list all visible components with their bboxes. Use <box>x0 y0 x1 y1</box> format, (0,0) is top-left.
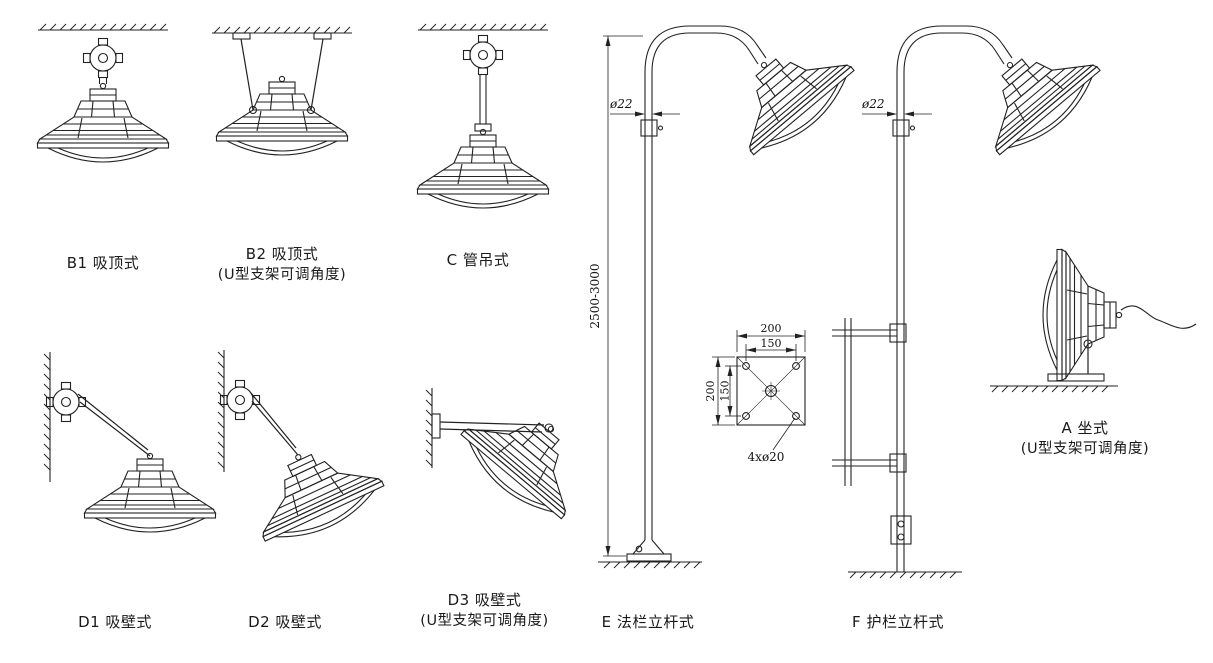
caption-d2-line1: D2 吸壁式 <box>248 613 322 631</box>
pipe-coupler-c <box>474 123 492 132</box>
flange-hole <box>742 412 750 420</box>
bracket-plate-left-b2 <box>232 32 251 40</box>
pole-fitting-f <box>892 119 910 137</box>
figure-e-base-plan: 200 150 200 150 4xø20 <box>704 322 806 464</box>
junction-box-b1 <box>82 37 124 79</box>
caption-f-line1: F 护栏立杆式 <box>852 613 944 631</box>
pole-outline-f <box>896 25 1013 572</box>
dim-plan-holes: 4xø20 <box>748 450 785 464</box>
lamp-drawing-d3 <box>451 384 604 530</box>
figure-d3 <box>425 384 604 530</box>
flange-bolt-e <box>635 545 643 553</box>
wall-hatch-d2 <box>217 351 225 469</box>
lamp-drawing-c <box>416 128 550 209</box>
caption-d2: D2 吸壁式 <box>200 612 370 633</box>
flange-hole <box>792 362 800 370</box>
wall-plate-d3 <box>431 413 441 439</box>
dim-pole-diameter-e: ø22 <box>609 97 633 111</box>
wall-arm-d3 <box>439 421 545 426</box>
caption-d3: D3 吸壁式 (U型支架可调角度) <box>392 590 577 631</box>
figure-e: ø22 2500-3000 <box>588 20 864 569</box>
u-bracket-arm-right-b2 <box>310 38 324 111</box>
lamp-drawing-e <box>711 20 864 166</box>
figure-a <box>990 248 1197 393</box>
caption-c: C 管吊式 <box>398 250 558 271</box>
u-bracket-arm-left-b2 <box>240 38 254 111</box>
flange-hole <box>742 362 750 370</box>
rail-clamp-bottom <box>889 453 907 473</box>
base-plate-a <box>1047 373 1105 382</box>
flange-plate-e <box>626 553 672 562</box>
caption-b1: B1 吸顶式 <box>33 253 173 274</box>
figure-c <box>416 23 550 209</box>
dim-pole-diameter-f: ø22 <box>861 97 885 111</box>
wall-hatch-d1 <box>43 353 51 471</box>
dim-plan-outer-height: 200 <box>704 381 717 402</box>
caption-e-line1: E 法栏立杆式 <box>601 613 695 631</box>
ceiling-hatch-b2 <box>213 26 351 34</box>
power-cable-a <box>1120 305 1197 329</box>
bracket-plate-right-b2 <box>313 32 332 40</box>
lamp-drawing-b1 <box>36 82 170 163</box>
dim-plan-hole-spacing-h: 150 <box>761 337 782 350</box>
ceiling-hatch-c <box>419 23 547 31</box>
pivot-bolt-a <box>1083 339 1093 349</box>
pole-fitting-e <box>640 119 658 137</box>
junction-box-c <box>462 34 504 76</box>
caption-b2: B2 吸顶式 (U型支架可调角度) <box>192 244 372 285</box>
dim-pole-height: 2500-3000 <box>588 263 602 328</box>
caption-d1-line1: D1 吸壁式 <box>78 613 152 631</box>
figure-f: ø22 <box>832 20 1110 579</box>
lamp-drawing-a <box>1042 248 1123 382</box>
caption-b1-line1: B1 吸顶式 <box>66 254 140 272</box>
caption-a-line1: A 坐式 <box>1061 419 1109 437</box>
lamp-drawing-b2 <box>215 75 349 156</box>
caption-f: F 护栏立杆式 <box>808 612 988 633</box>
junction-box-d1 <box>45 381 87 423</box>
lamp-drawing-d1 <box>83 452 217 533</box>
dim-plan-hole-spacing-v: 150 <box>719 381 732 402</box>
ceiling-hatch-b1 <box>39 23 167 31</box>
wall-arm-d1 <box>77 393 149 451</box>
figure-d2 <box>217 350 391 555</box>
caption-e: E 法栏立杆式 <box>558 612 738 633</box>
ground-hatch-f <box>849 571 957 579</box>
caption-a: A 坐式 (U型支架可调角度) <box>995 418 1175 459</box>
pole-base-clamp-f <box>890 515 912 545</box>
caption-d1: D1 吸壁式 <box>30 612 200 633</box>
caption-d3-line1: D3 吸壁式 <box>447 591 522 609</box>
figure-b1 <box>36 23 170 163</box>
figure-b2 <box>212 26 352 156</box>
figure-d1 <box>43 352 217 533</box>
lamp-drawing-f <box>957 20 1110 166</box>
flange-hole <box>792 412 800 420</box>
caption-c-line1: C 管吊式 <box>446 251 510 269</box>
caption-a-line2: (U型支架可调角度) <box>1020 441 1150 457</box>
caption-b2-line2: (U型支架可调角度) <box>217 267 347 283</box>
dim-plan-outer-width: 200 <box>761 322 782 335</box>
rail-clamp-top <box>889 323 907 343</box>
ground-hatch-e <box>603 561 701 569</box>
caption-d3-line2: (U型支架可调角度) <box>420 613 549 629</box>
pole-outline-e <box>644 25 767 540</box>
lamp-drawing-d2 <box>237 426 391 555</box>
ground-hatch-a <box>991 385 1109 393</box>
wall-hatch-d3 <box>425 389 433 467</box>
flange-plan-outline <box>736 356 806 426</box>
junction-box-d2 <box>219 379 261 421</box>
wall-arm-d2 <box>250 392 297 449</box>
flange-cone-e <box>632 539 646 555</box>
caption-b2-line1: B2 吸顶式 <box>245 245 319 263</box>
